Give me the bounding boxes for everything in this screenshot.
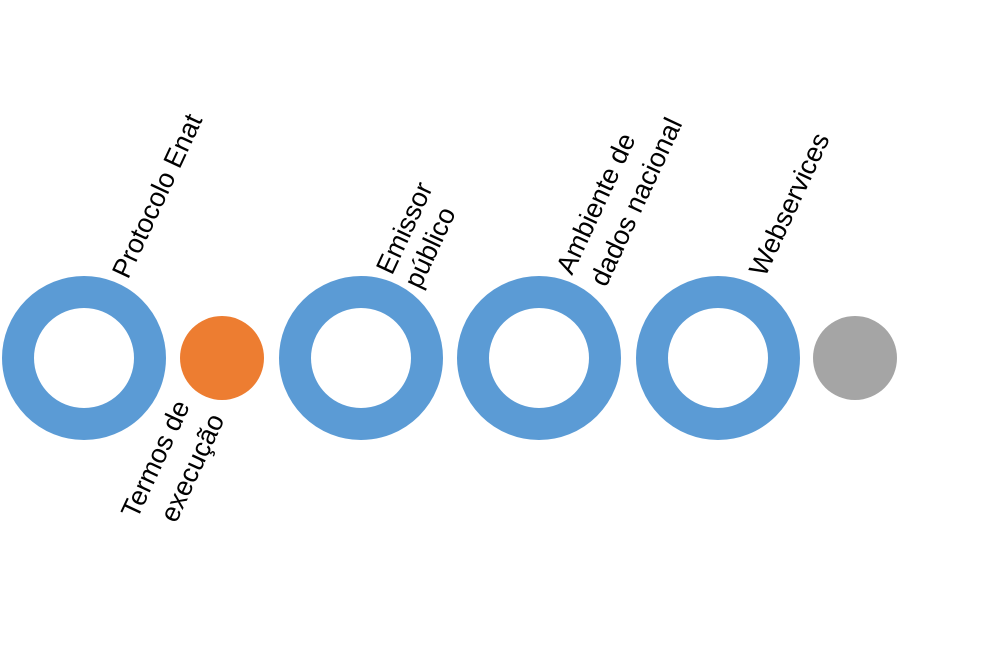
milestone-ring-4	[636, 276, 800, 440]
milestone-ring-3	[457, 276, 621, 440]
milestone-dot-gray	[813, 316, 897, 400]
milestone-ring-1	[2, 276, 166, 440]
label-protocolo-enat: Protocolo Enat	[106, 109, 208, 283]
label-webservices: Webservices	[743, 128, 835, 280]
milestone-dot-orange	[180, 316, 264, 400]
milestone-ring-2	[279, 276, 443, 440]
